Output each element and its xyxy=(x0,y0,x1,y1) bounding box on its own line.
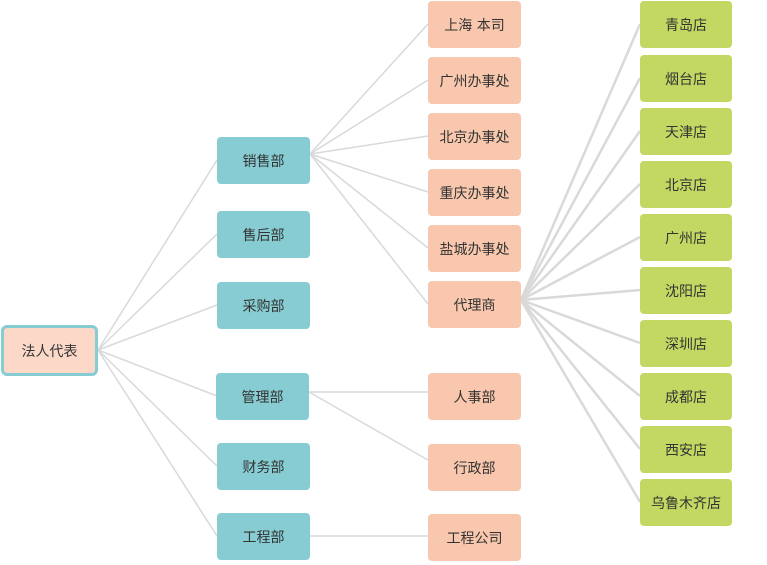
node-shenzhen-store: 深圳店 xyxy=(640,320,732,367)
connector-root-dept-5 xyxy=(97,349,218,537)
connector-agent-store-1 xyxy=(519,77,642,301)
connector-agent-store-2 xyxy=(519,130,642,301)
node-admin-dept: 行政部 xyxy=(428,444,521,491)
connector-root-dept-0 xyxy=(97,159,218,351)
connector-sales-office-5 xyxy=(309,153,429,305)
connector-agent-store-4 xyxy=(520,235,641,302)
connector-sales-office-4 xyxy=(309,153,429,249)
connector-agent-store-5 xyxy=(520,288,641,302)
connector-agent-store-7 xyxy=(520,299,641,397)
node-legal-representative: 法人代表 xyxy=(1,325,98,376)
node-sales-dept: 销售部 xyxy=(217,137,310,184)
node-agent: 代理商 xyxy=(428,281,521,328)
node-after-sales-dept: 售后部 xyxy=(217,211,310,258)
node-yantai-store: 烟台店 xyxy=(640,55,732,102)
connector-root-dept-3 xyxy=(97,349,218,397)
node-engineering-company: 工程公司 xyxy=(428,514,521,561)
connector-root-dept-4 xyxy=(97,349,218,467)
node-beijing-store: 北京店 xyxy=(640,161,732,208)
node-management-dept: 管理部 xyxy=(216,373,309,420)
connector-root-dept-1 xyxy=(97,233,218,351)
connector-agent-store-3 xyxy=(520,183,641,301)
connector-agent-store-8 xyxy=(520,299,641,450)
node-chengdu-store: 成都店 xyxy=(640,373,732,420)
node-yancheng-office: 盐城办事处 xyxy=(428,225,521,272)
node-purchasing-dept: 采购部 xyxy=(217,282,310,329)
node-hr-dept: 人事部 xyxy=(428,373,521,420)
node-beijing-office: 北京办事处 xyxy=(428,113,521,160)
node-engineering-dept: 工程部 xyxy=(217,513,310,560)
node-urumqi-store: 乌鲁木齐店 xyxy=(640,479,732,526)
node-qingdao-store: 青岛店 xyxy=(640,1,732,48)
node-guangzhou-office: 广州办事处 xyxy=(428,57,521,104)
connector-sales-office-0 xyxy=(309,23,429,155)
node-chongqing-office: 重庆办事处 xyxy=(428,169,521,216)
connector-mgmt-admin xyxy=(308,391,429,461)
connector-agent-store-6 xyxy=(520,298,641,345)
connector-sales-office-1 xyxy=(309,79,429,155)
connector-agent-store-9 xyxy=(519,299,642,503)
connector-agent-store-0 xyxy=(519,23,642,301)
connector-root-dept-2 xyxy=(97,304,218,351)
node-guangzhou-store: 广州店 xyxy=(640,214,732,261)
node-shanghai-hq: 上海 本司 xyxy=(428,1,521,48)
node-shenyang-store: 沈阳店 xyxy=(640,267,732,314)
connector-sales-office-3 xyxy=(309,153,429,193)
node-xian-store: 西安店 xyxy=(640,426,732,473)
node-finance-dept: 财务部 xyxy=(217,443,310,490)
connector-sales-office-2 xyxy=(309,135,429,155)
node-tianjin-store: 天津店 xyxy=(640,108,732,155)
